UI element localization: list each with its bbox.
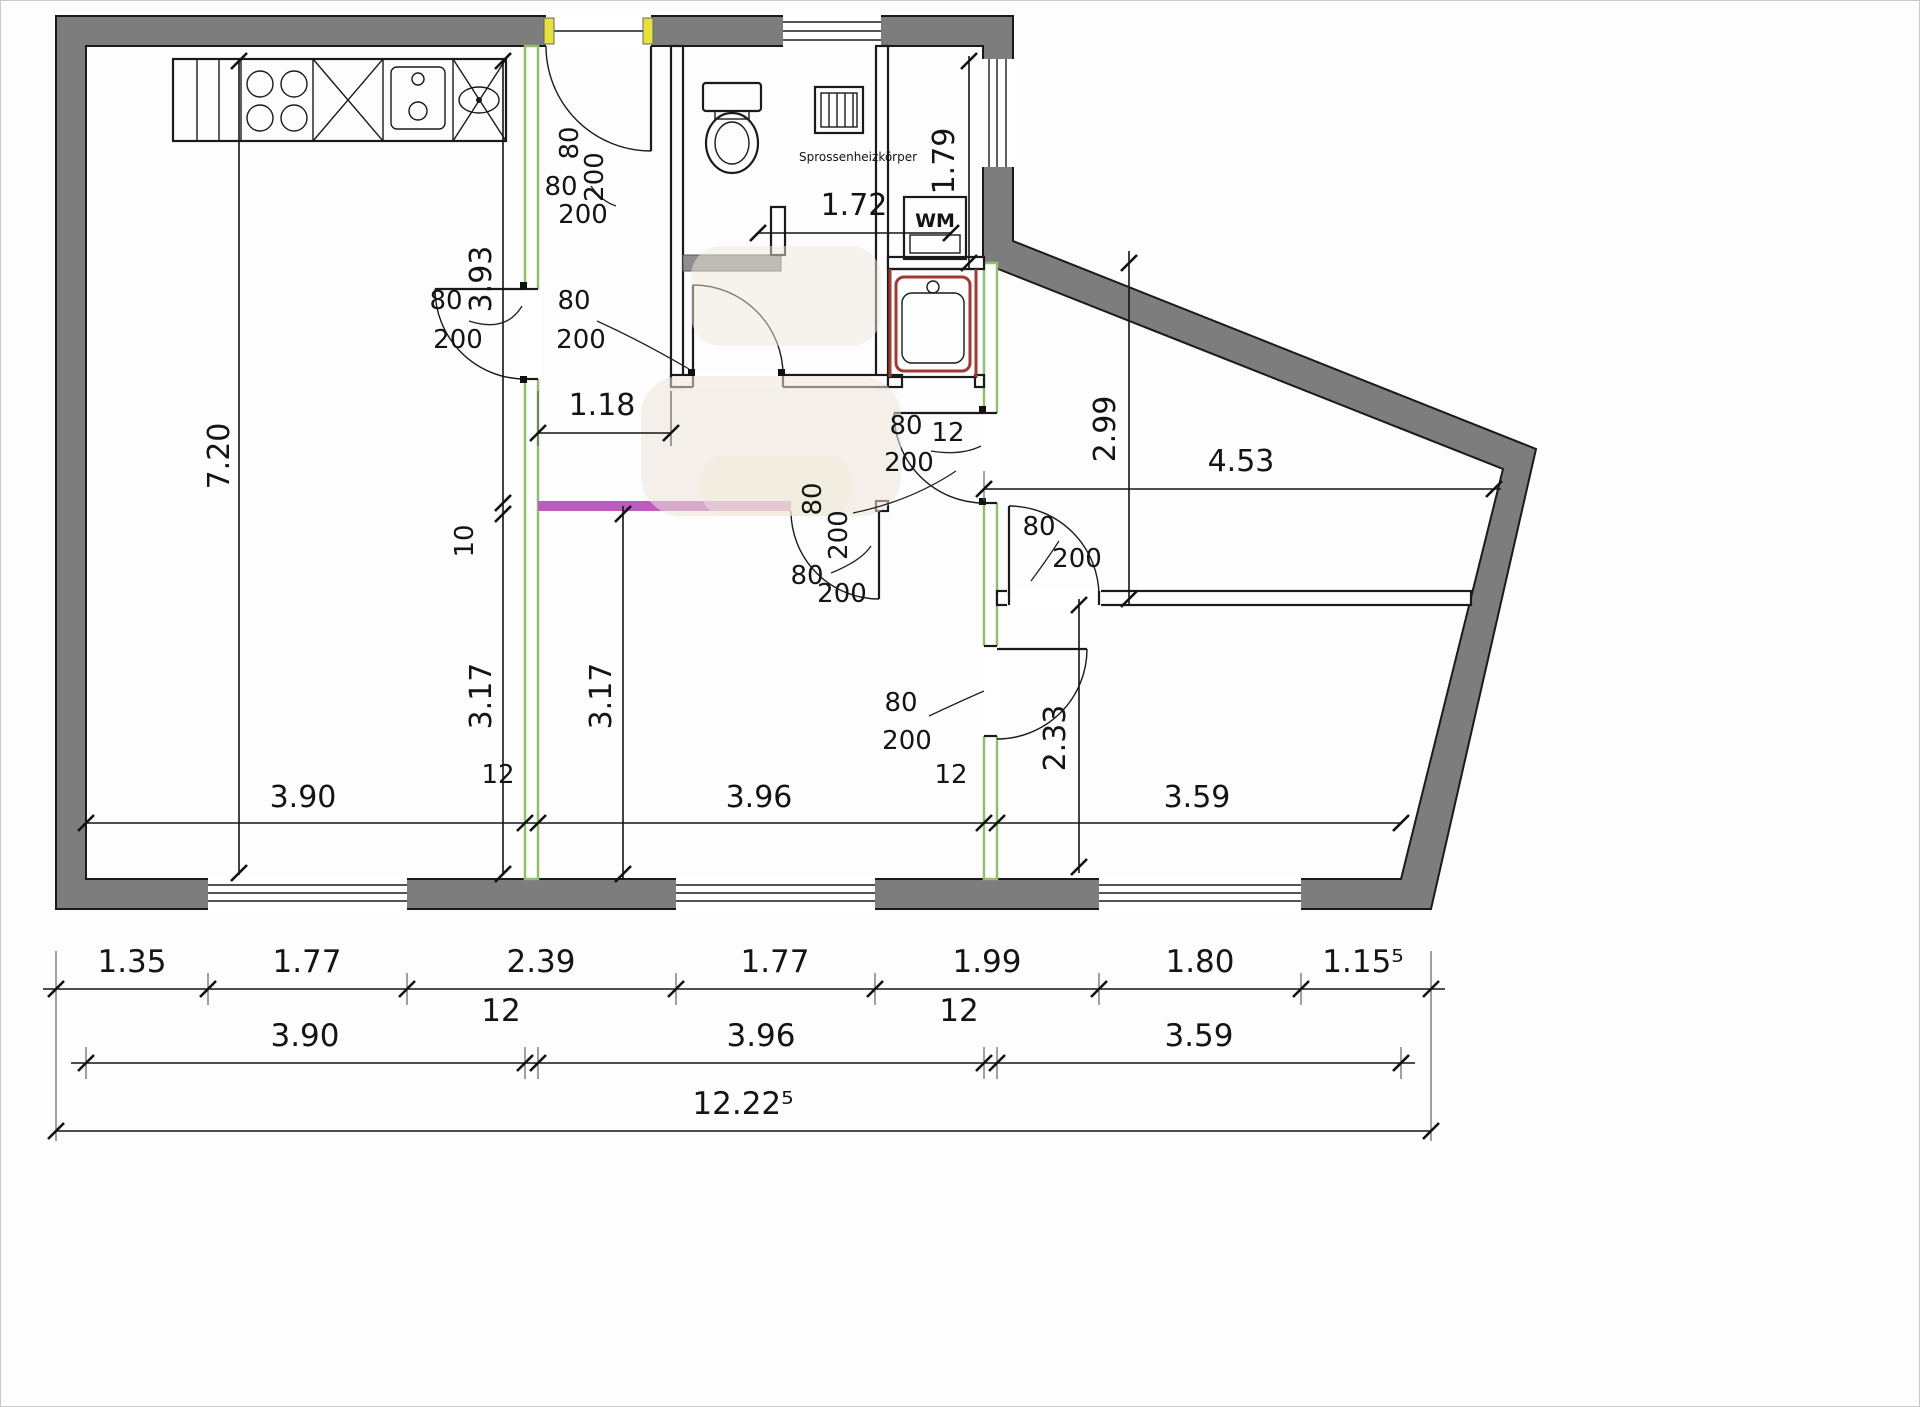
- dim-lower-right-depth: 2.33: [1038, 705, 1073, 772]
- door-labels: 80 200 80 200 80 200 80 200 80 200 80 20…: [429, 126, 1101, 756]
- outer-wall-shape: [55, 15, 1538, 910]
- door-label-200: 200: [558, 200, 608, 230]
- entrance-jamb-left: [543, 17, 555, 45]
- dim-wall12-left: 12: [481, 760, 514, 790]
- dimension-chain-rows: 1.35 1.77 2.39 1.77 1.99 1.80 1.15⁵ 3.90…: [97, 944, 1403, 1122]
- door-label-200: 200: [824, 510, 854, 560]
- door-label-80: 80: [555, 126, 585, 159]
- door-label-80: 80: [889, 411, 922, 441]
- basin-icon: [458, 86, 500, 114]
- entrance-jamb-right: [642, 17, 654, 45]
- chain-segment: 1.35: [97, 944, 166, 980]
- dim-mid-depth-a: 3.17: [464, 663, 499, 730]
- chain2-right: 3.59: [1164, 1018, 1233, 1054]
- door-label-80: 80: [544, 172, 577, 202]
- door-label-80: 80: [884, 688, 917, 718]
- dim-utility-depth: 1.79: [927, 128, 962, 195]
- fixtures: Sprossenheizkörper WM: [171, 57, 978, 379]
- chain-segment: 1.77: [272, 944, 341, 980]
- chain-segment: 1.77: [740, 944, 809, 980]
- outer-openings: [208, 14, 1301, 911]
- door-label-80: 80: [1022, 512, 1055, 542]
- lower-right-room-door: [996, 647, 1088, 740]
- dim-left-room-depth: 7.20: [202, 423, 237, 490]
- door-label-80: 80: [557, 286, 590, 316]
- living-room-door: [434, 287, 526, 380]
- utility-window: [981, 59, 1015, 167]
- washing-machine-icon: [902, 195, 968, 261]
- dim-mid-room-width: 3.96: [726, 780, 793, 815]
- door-label-200: 200: [580, 152, 610, 202]
- dim-front-left-depth: 3.93: [464, 246, 499, 313]
- dim-hall-width: 1.18: [569, 388, 636, 423]
- door-label-80: 80: [798, 482, 828, 515]
- door-label-80: 80: [429, 286, 462, 316]
- door-label-200: 200: [817, 579, 867, 609]
- entrance-door: [545, 45, 653, 152]
- bottom-window-1: [208, 877, 407, 911]
- chain-segment: 1.80: [1165, 944, 1234, 980]
- mid-room-door: [790, 510, 881, 600]
- dimension-lines: [43, 56, 1501, 1132]
- door-label-200: 200: [882, 726, 932, 756]
- right-section-wall: [995, 589, 1473, 607]
- upper-right-room-door: [1007, 505, 1100, 597]
- door-label-200: 200: [556, 325, 606, 355]
- chain2-wall12: 12: [939, 993, 978, 1029]
- bathroom-wall-left: [669, 44, 685, 389]
- dim-wall-10: 10: [450, 524, 480, 557]
- chain-segment: 1.15⁵: [1322, 944, 1403, 980]
- chain2-wall12: 12: [481, 993, 520, 1029]
- chain-segment: 1.99: [952, 944, 1021, 980]
- bottom-window-2: [676, 877, 875, 911]
- dim-upper-right-width: 4.53: [1208, 444, 1275, 479]
- dim-wall12-right: 12: [934, 760, 967, 790]
- door-label-200: 200: [433, 325, 483, 355]
- total-width-label: 12.22⁵: [692, 1086, 793, 1122]
- kitchen-counter: [171, 57, 508, 143]
- washing-machine-label: WM: [915, 210, 955, 232]
- dimensions: 7.20 3.93 10 3.17 3.17 1.18 1.72 1.79 2.…: [43, 51, 1504, 1141]
- dim-upper-right-depth: 2.99: [1088, 396, 1123, 463]
- dim-bath-width: 1.72: [821, 188, 888, 223]
- dim-left-room-width: 3.90: [270, 780, 337, 815]
- partition-wall-right: [982, 261, 999, 881]
- dim-mid-depth-b: 3.17: [584, 663, 619, 730]
- chain2-mid: 3.96: [726, 1018, 795, 1054]
- toilet-icon: [701, 81, 763, 175]
- kitchen-sink-icon: [390, 66, 446, 130]
- radiator-icon: [813, 85, 865, 135]
- bottom-window-3: [1099, 877, 1301, 911]
- radiator-label: Sprossenheizkörper: [799, 150, 917, 164]
- dimension-labels: 7.20 3.93 10 3.17 3.17 1.18 1.72 1.79 2.…: [202, 128, 1274, 815]
- chain-segment: 2.39: [506, 944, 575, 980]
- chain2-left: 3.90: [270, 1018, 339, 1054]
- label-leaders: [468, 185, 1060, 717]
- door-label-12: 12: [931, 418, 964, 448]
- dim-right-room-width: 3.59: [1164, 780, 1231, 815]
- doors: [434, 45, 1100, 740]
- utility-sink-icon: [888, 267, 978, 379]
- scan-smudges: [641, 246, 901, 516]
- outer-walls: [55, 15, 1538, 910]
- door-jamb-blocks: [520, 282, 986, 505]
- partition-wall-left: [523, 44, 540, 881]
- door-label-200: 200: [1052, 544, 1102, 574]
- door-label-200: 200: [884, 448, 934, 478]
- door-label-80: 80: [790, 561, 823, 591]
- stove-icon: [246, 70, 308, 132]
